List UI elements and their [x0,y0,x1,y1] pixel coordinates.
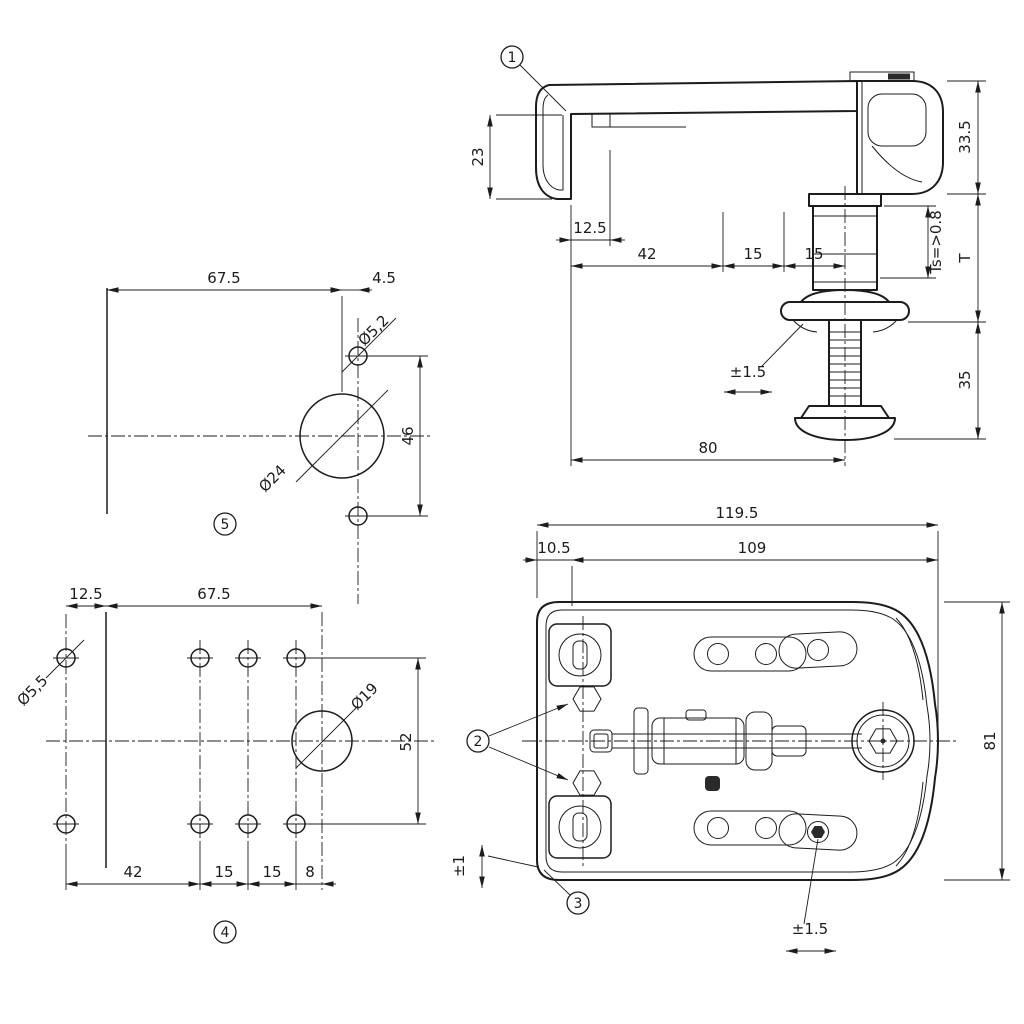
dim-80: 80 [698,439,717,457]
plan-view-part [522,601,958,881]
dim-67-5-upper: 67.5 [207,269,240,287]
drill-template-lower: 12.5 67.5 Ø5,5 Ø19 52 42 15 15 8 4 [13,585,434,944]
dim-42-lower: 42 [123,863,142,881]
callout-2-label: 2 [474,734,483,750]
hex-nut-lower [572,770,602,796]
plan-view-dimensions: 119.5 10.5 109 81 ±1 ±1.5 [450,504,1010,954]
dim-15b: 15 [804,245,823,263]
dim-33-5: 33.5 [956,120,974,153]
dim-tol-v: ±1 [450,855,468,877]
side-view-part [535,71,944,466]
dim-dia-5-2: Ø5,2 [354,311,392,349]
screw-hex-icon [811,825,825,839]
dim-dia-24: Ø24 [255,461,290,496]
dim-46: 46 [399,426,417,445]
dim-81: 81 [981,731,999,750]
dim-Ts: Ts=>0.8 [927,210,945,275]
dim-tol-1-5: ±1.5 [730,363,766,381]
screw-icon [705,776,720,791]
dim-35: 35 [956,370,974,389]
dim-15a-lower: 15 [214,863,233,881]
hex-nut-upper [572,686,602,712]
dim-10-5: 10.5 [537,539,570,557]
dim-15b-lower: 15 [262,863,281,881]
hole-d24 [299,393,385,479]
dim-4-5: 4.5 [372,269,396,287]
dim-T: T [956,253,974,264]
holes-bottom-row [53,814,309,834]
dim-8: 8 [305,863,315,881]
callout-1: 1 [500,45,567,112]
side-view-dimensions: 23 33.5 T 35 Ts=>0.8 12.5 [469,80,986,466]
hole-d19 [291,710,353,772]
dim-dia-19: Ø19 [347,679,382,714]
callout-3: 3 [543,869,590,915]
callout-1-label: 1 [508,50,517,66]
side-view: 23 33.5 T 35 Ts=>0.8 12.5 [469,45,986,466]
dim-52: 52 [397,732,415,751]
dim-67-5-lower: 67.5 [197,585,230,603]
drill-template-upper: 67.5 4.5 Ø5,2 Ø24 46 5 [88,269,432,604]
callout-5: 5 [213,512,237,536]
dim-12-5-lower: 12.5 [69,585,102,603]
plan-view: 119.5 10.5 109 81 ±1 ±1.5 [450,504,1010,954]
callout-2: 2 [466,703,569,781]
callout-4-label: 4 [221,925,230,941]
callout-3-label: 3 [574,896,583,912]
dim-23: 23 [469,147,487,166]
dim-109: 109 [738,539,767,557]
dim-12-5: 12.5 [573,219,606,237]
holes-top-row [53,648,309,668]
dim-tol-h: ±1.5 [792,920,828,938]
dim-42: 42 [637,245,656,263]
dim-15a: 15 [743,245,762,263]
callout-5-label: 5 [221,517,230,533]
dim-dia-5-5: Ø5,5 [13,671,51,709]
callout-4: 4 [213,920,237,944]
dim-119-5: 119.5 [716,504,759,522]
